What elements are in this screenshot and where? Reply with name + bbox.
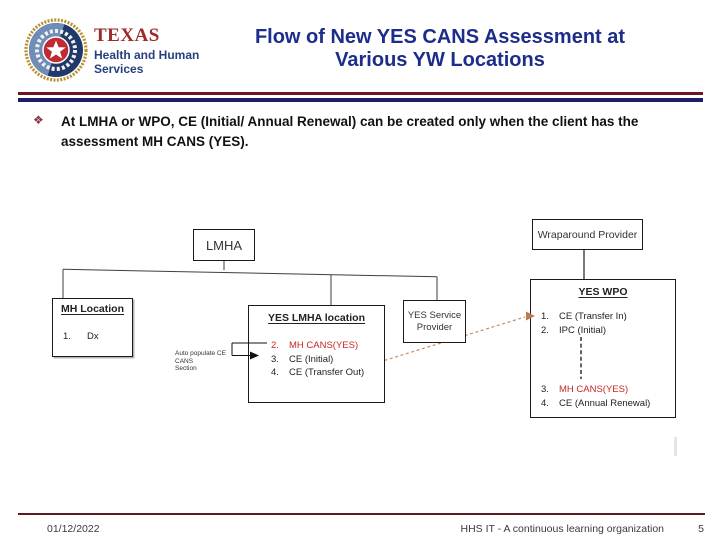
footer-org: HHS IT - A continuous learning organizat… — [460, 523, 664, 535]
logo-text: TEXAS Health and Human Services — [94, 26, 199, 76]
texas-hhs-seal-icon — [24, 18, 88, 82]
item-label: CE (Transfer Out) — [289, 367, 365, 378]
item-number: 4. — [271, 367, 279, 378]
logo-brand: TEXAS — [94, 25, 160, 46]
lmha-box: LMHA — [193, 229, 255, 261]
item-label: CE (Annual Renewal) — [559, 397, 651, 409]
yes-service-provider-box: YES Service Provider — [403, 300, 466, 343]
page-title-line2: Various YW Locations — [335, 49, 545, 71]
yes-lmha-location-box: YES LMHA location 2. MH CANS(YES) 3. CE … — [248, 305, 385, 403]
item-number: 3. — [541, 384, 549, 395]
footer-page-number: 5 — [698, 523, 704, 535]
list-item: 1. Dx — [63, 330, 99, 344]
list-item: 1. CE (Transfer In) — [541, 310, 627, 324]
item-label: MH CANS(YES) — [559, 384, 629, 395]
footer-date: 01/12/2022 — [47, 523, 100, 535]
annotation-line1: Auto populate CE CANS — [175, 350, 226, 365]
item-number: 2. — [541, 324, 549, 336]
bullet-diamond-icon: ❖ — [33, 113, 44, 127]
list-item: 3. MH CANS(YES) — [541, 383, 628, 397]
header-rule-navy — [18, 98, 703, 102]
item-number: 2. — [271, 340, 279, 351]
yes-wpo-box: YES WPO 1. CE (Transfer In) 2. IPC (Init… — [530, 279, 676, 418]
yes-lmha-title: YES LMHA location — [267, 312, 366, 324]
item-number: 4. — [541, 397, 549, 409]
item-label: MH CANS(YES) — [289, 340, 359, 351]
list-item: 3. CE (Initial) — [271, 353, 333, 367]
item-number: 1. — [63, 331, 71, 342]
list-item: 2. IPC (Initial) — [541, 324, 606, 338]
item-label: IPC (Initial) — [559, 324, 606, 336]
wraparound-provider-box: Wraparound Provider — [532, 219, 643, 250]
auto-populate-annotation: Auto populate CE CANS Section — [175, 350, 237, 373]
annotation-line2: Section — [175, 365, 197, 372]
mh-location-box: MH Location 1. Dx — [52, 298, 133, 357]
list-item: 2. MH CANS(YES) — [271, 339, 358, 353]
item-number: 3. — [271, 353, 279, 365]
bullet-text: At LMHA or WPO, CE (Initial/ Annual Rene… — [61, 114, 639, 149]
footer-rule — [18, 513, 705, 516]
mh-location-title: MH Location — [61, 303, 124, 315]
item-label: CE (Transfer In) — [559, 311, 627, 322]
item-label: Dx — [87, 331, 99, 342]
page-title: Flow of New YES CANS Assessment at Vario… — [190, 26, 690, 72]
item-number: 1. — [541, 311, 549, 322]
page-title-line1: Flow of New YES CANS Assessment at — [254, 26, 626, 48]
yes-service-line2: Provider — [416, 321, 453, 333]
logo-sub-line2: Services — [94, 61, 144, 76]
edge-artifact — [674, 437, 677, 456]
list-item: 4. CE (Transfer Out) — [271, 366, 364, 380]
yes-service-line1: YES Service — [407, 309, 462, 321]
yes-wpo-title: YES WPO — [578, 286, 628, 298]
header-rule-maroon — [18, 92, 703, 96]
item-label: CE (Initial) — [289, 353, 334, 365]
logo-sub-line1: Health and Human — [94, 48, 200, 62]
list-item: 4. CE (Annual Renewal) — [541, 397, 650, 411]
